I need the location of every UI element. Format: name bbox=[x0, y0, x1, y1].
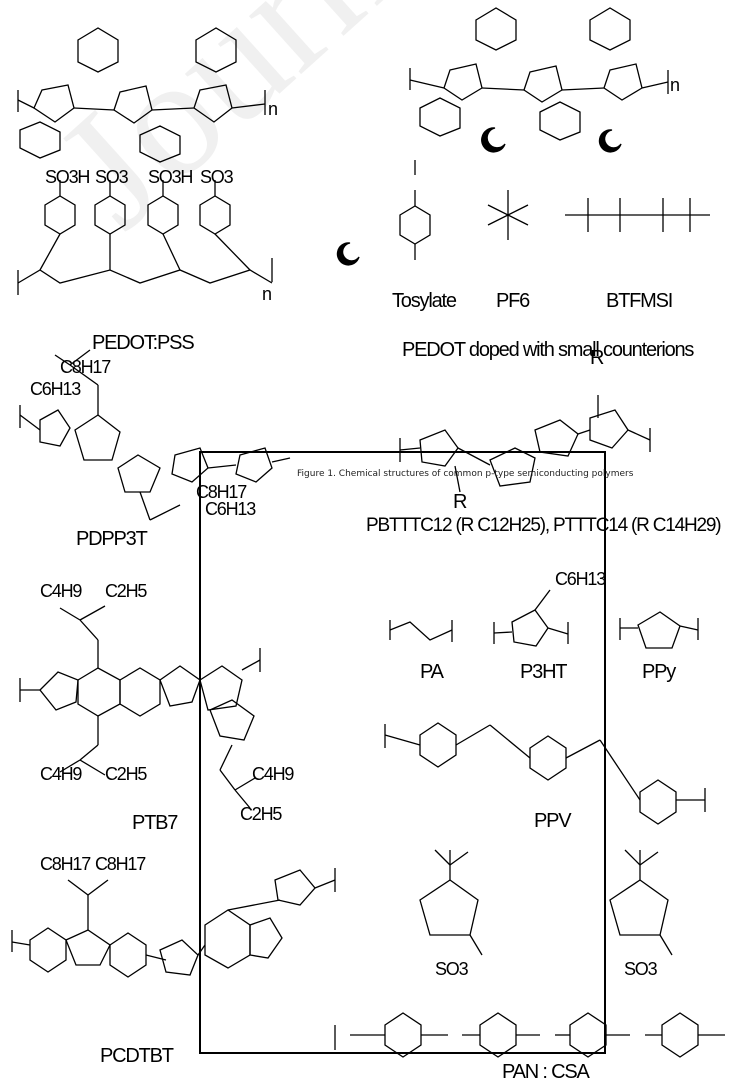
ppy-label: PPy bbox=[642, 661, 676, 683]
c4h9-label-1: C4H9 bbox=[40, 581, 82, 601]
pan-csa-structure bbox=[334, 849, 725, 1058]
so3h-label-1: SO3H bbox=[45, 167, 90, 187]
p3ht-label: P3HT bbox=[520, 661, 568, 683]
pan-csa-label: PAN : CSA bbox=[502, 1061, 590, 1083]
c6h13-label-3: C6H13 bbox=[555, 569, 606, 589]
c4h9-label-2: C4H9 bbox=[40, 764, 82, 784]
tosylate-label: Tosylate bbox=[392, 290, 457, 312]
c6h13-label-1: C6H13 bbox=[30, 379, 81, 399]
c2h5-label-2: C2H5 bbox=[105, 764, 147, 784]
pedot-pss-structure bbox=[17, 27, 273, 295]
pcdtbt-label: PCDTBT bbox=[100, 1045, 174, 1067]
pa-p3ht-ppy-structures bbox=[389, 589, 699, 649]
ppv-structure bbox=[384, 722, 706, 825]
ptb7-structure bbox=[19, 605, 261, 809]
so3-label-4: SO3 bbox=[624, 959, 658, 979]
pdpp3t-structure bbox=[19, 349, 291, 521]
r-label-1: R bbox=[590, 347, 604, 369]
c8h17-label-2: C8H17 bbox=[196, 482, 247, 502]
r-label-2: R bbox=[453, 491, 467, 513]
btfmsi-label: BTFMSI bbox=[606, 290, 673, 312]
so3h-label-2: SO3H bbox=[148, 167, 193, 187]
c6h13-label-2: C6H13 bbox=[205, 499, 256, 519]
pcdtbt-structure bbox=[11, 868, 336, 978]
pedot-pss-label: PEDOT:PSS bbox=[92, 332, 195, 354]
c8h17-label-3: C8H17 bbox=[40, 854, 91, 874]
pbttt-structure bbox=[399, 395, 651, 493]
ppv-label: PPV bbox=[534, 810, 572, 832]
c2h5-label-3: C2H5 bbox=[240, 804, 282, 824]
c8h17-label-4: C8H17 bbox=[95, 854, 146, 874]
pedot-small-label: PEDOT doped with small counterions bbox=[402, 339, 694, 361]
c8h17-label-1: C8H17 bbox=[60, 357, 111, 377]
n-label-1: n bbox=[268, 99, 278, 119]
ptb7-label: PTB7 bbox=[132, 812, 178, 834]
so3-label-2: SO3 bbox=[200, 167, 234, 187]
figure-caption: Figure 1. Chemical structures of common … bbox=[297, 469, 634, 479]
c2h5-label-1: C2H5 bbox=[105, 581, 147, 601]
pedot-small-structure bbox=[336, 7, 710, 266]
n-label-3: n bbox=[670, 75, 680, 95]
c4h9-label-3: C4H9 bbox=[252, 764, 294, 784]
pdpp3t-label: PDPP3T bbox=[76, 528, 148, 550]
pbttt-label: PBTTTC12 (R C12H25), PTTTC14 (R C14H29) bbox=[366, 515, 722, 536]
n-label-2: n bbox=[262, 284, 272, 304]
so3-label-1: SO3 bbox=[95, 167, 129, 187]
pa-label: PA bbox=[420, 661, 444, 683]
pf6-label: PF6 bbox=[496, 290, 530, 312]
so3-label-3: SO3 bbox=[435, 959, 469, 979]
